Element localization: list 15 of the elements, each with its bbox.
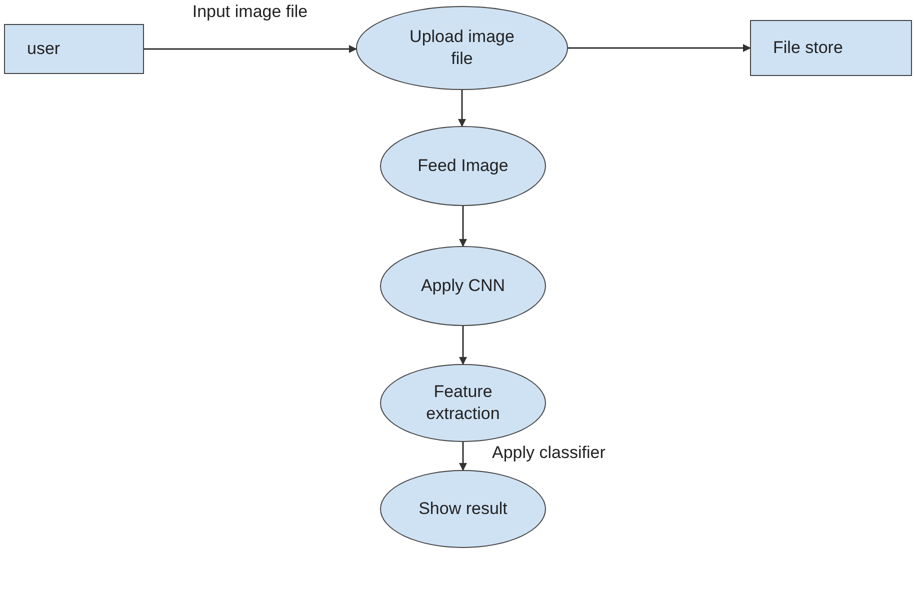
arrow [459, 206, 467, 247]
node-label: Apply CNN [420, 275, 506, 297]
arrow [568, 44, 751, 52]
arrow [144, 45, 357, 53]
arrow [459, 326, 467, 365]
node-label: File store [773, 37, 843, 59]
node-label: Show result [418, 498, 508, 520]
node-label: user [27, 38, 60, 60]
node-label: Upload image file [408, 26, 516, 70]
node-label: Feed Image [418, 155, 508, 177]
node-label: Feature extraction [425, 381, 501, 425]
entity-box [750, 20, 912, 76]
arrow [459, 442, 467, 471]
entity-box [4, 24, 144, 74]
arrow [458, 90, 466, 127]
